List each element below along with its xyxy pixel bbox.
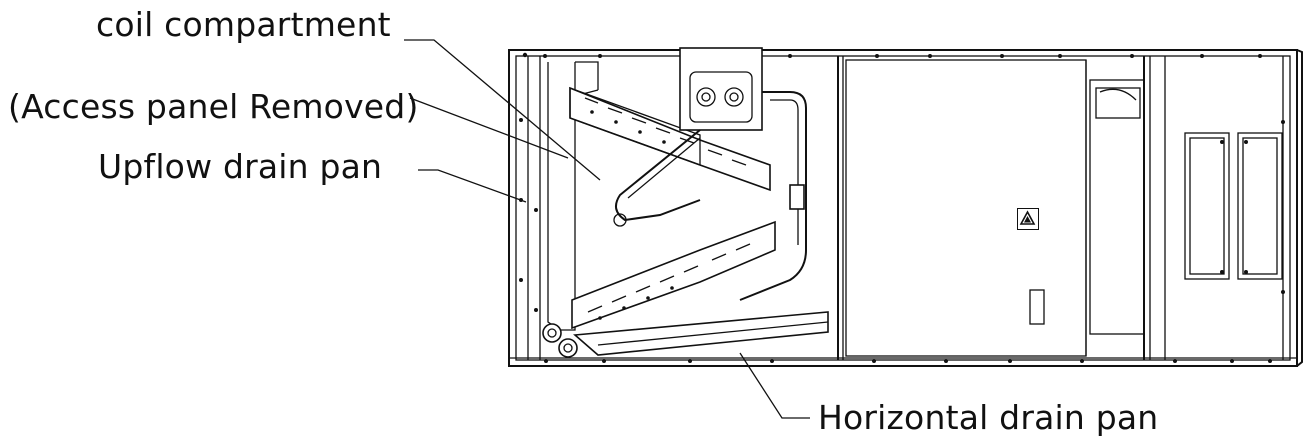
coil-header-box <box>679 47 763 131</box>
leader-upflow-drain-pan <box>418 169 527 203</box>
leader-access-panel <box>409 97 569 159</box>
blower-compartment <box>1089 79 1285 335</box>
warning-triangle-icon <box>1017 208 1039 230</box>
horizontal-drain-pan <box>573 311 829 356</box>
filter-bracket-right <box>1237 132 1283 280</box>
coil-compartment <box>542 47 829 358</box>
leader-lines <box>404 39 810 419</box>
coil-slab-lower <box>571 220 776 330</box>
upflow-drain-pan-label: Upflow drain pan <box>98 147 383 186</box>
leader-coil-compartment <box>404 39 601 181</box>
panel-slot <box>1029 289 1045 325</box>
filter-bracket-left <box>1184 132 1230 280</box>
access-panel-label: (Access panel Removed) <box>8 87 419 126</box>
horizontal-drain-pan-label: Horizontal drain pan <box>818 398 1159 437</box>
screws <box>519 52 1272 363</box>
center-panel <box>845 59 1087 357</box>
cabinet <box>508 49 1303 367</box>
leader-horizontal-drain-pan <box>739 352 810 419</box>
coil-compartment-label: coil compartment <box>96 5 391 44</box>
